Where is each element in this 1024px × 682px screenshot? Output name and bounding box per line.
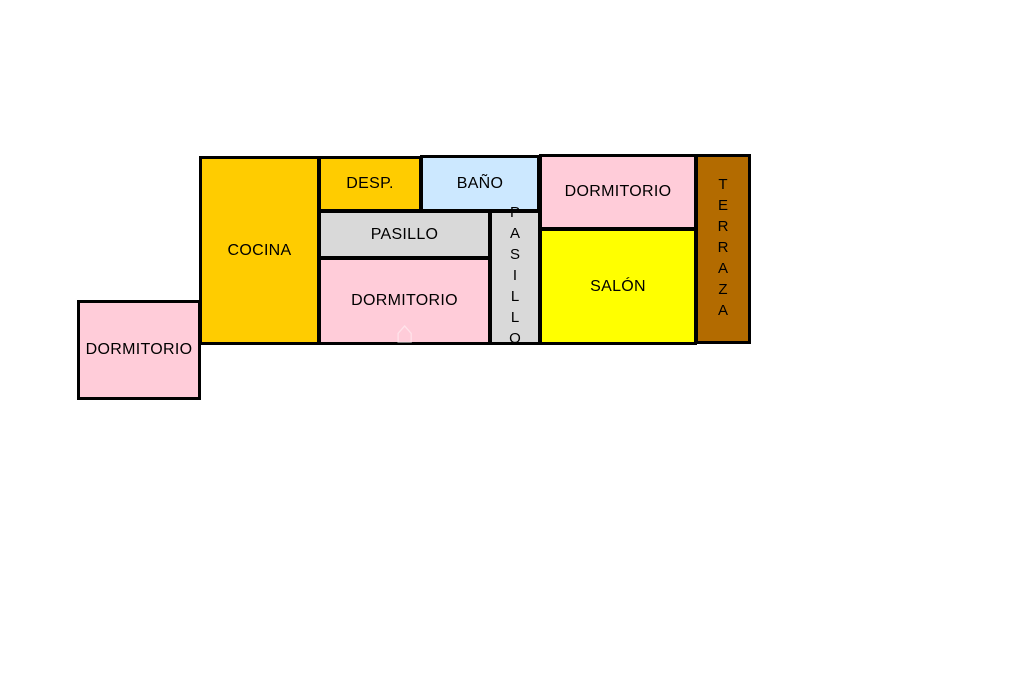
room-terraza: TERRAZA [695, 154, 751, 344]
room-pasillo-horizontal: PASILLO [318, 210, 491, 259]
room-label: DESP. [346, 175, 394, 192]
room-label: PASILLO [370, 225, 439, 243]
room-label: DORMITORIO [85, 341, 193, 358]
room-label: TERRAZA [714, 175, 732, 323]
room-despensa: DESP. [318, 156, 422, 212]
room-label: SALÓN [590, 277, 646, 295]
room-dormitorio-right: DORMITORIO [539, 154, 697, 230]
room-label: PASILLO [506, 204, 524, 351]
room-label: DORMITORIO [351, 292, 458, 309]
room-label: DORMITORIO [564, 183, 672, 200]
room-dormitorio-left: DORMITORIO [77, 300, 201, 400]
room-label: COCINA [227, 241, 292, 259]
room-dormitorio-center: DORMITORIO [318, 257, 491, 345]
room-label: BAÑO [456, 174, 504, 192]
room-pasillo-vertical: PASILLO [489, 204, 541, 351]
room-salon: SALÓN [539, 228, 697, 345]
room-cocina: COCINA [199, 156, 320, 345]
